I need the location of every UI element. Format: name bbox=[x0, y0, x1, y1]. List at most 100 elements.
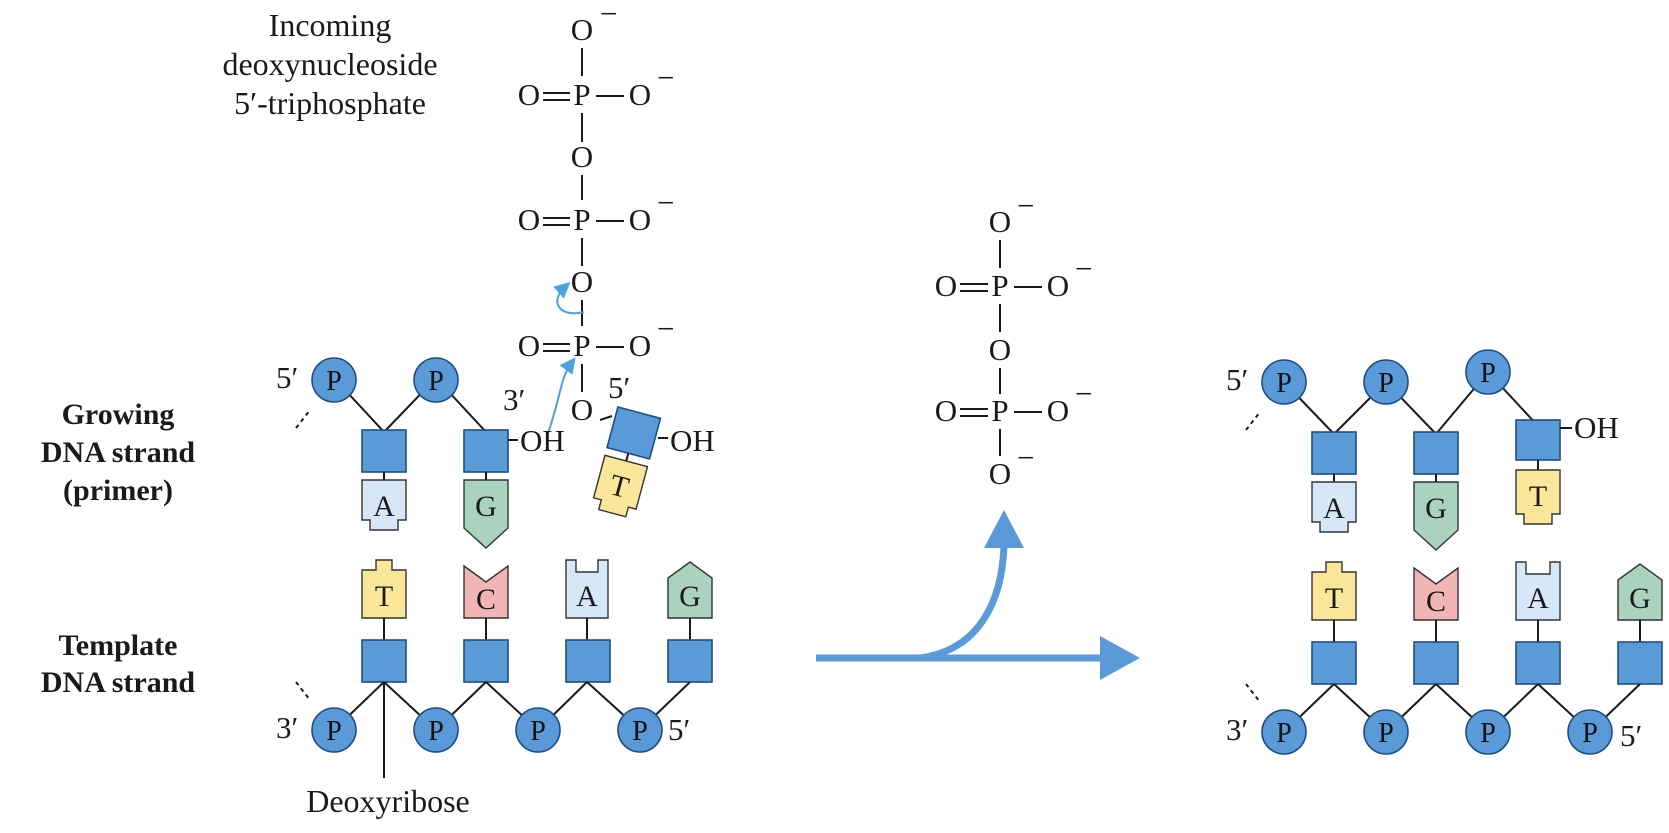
ppi-bottom-oxygen: O bbox=[989, 456, 1011, 491]
incoming-label-line2: deoxynucleoside bbox=[222, 46, 437, 82]
deoxyribose-sugar bbox=[361, 429, 407, 473]
deoxyribose-sugar bbox=[361, 639, 407, 683]
base-guanine bbox=[1413, 481, 1459, 551]
charge-minus: − bbox=[1017, 188, 1034, 223]
base-label-T: T bbox=[1325, 582, 1343, 615]
arrowhead-up bbox=[984, 510, 1024, 548]
deoxyribose-sugar bbox=[1515, 641, 1561, 685]
growing-five-prime-label: 5′ bbox=[276, 360, 298, 395]
gamma-top-oxygen: O bbox=[571, 12, 593, 47]
incoming-label-line1: Incoming bbox=[269, 7, 392, 43]
phosphate-label: P bbox=[1480, 358, 1496, 389]
phosphate-circle bbox=[1261, 709, 1307, 755]
base-adenine bbox=[361, 479, 407, 531]
deoxyribose-sugar bbox=[1311, 431, 1357, 475]
base-thymine bbox=[361, 559, 407, 619]
deoxyribose-sugar bbox=[1515, 419, 1561, 461]
ppi-side-oxygen: O bbox=[1047, 268, 1069, 303]
base-adenine bbox=[565, 559, 609, 619]
template-label-line2: DNA strand bbox=[41, 666, 196, 699]
charge-minus: − bbox=[657, 185, 674, 220]
deoxyribose-label: Deoxyribose bbox=[306, 783, 470, 819]
bond-cleavage-arrow bbox=[553, 282, 585, 315]
growing-label-line3: (primer) bbox=[63, 474, 173, 507]
base-label-C: C bbox=[1426, 585, 1446, 618]
base-label-G: G bbox=[1425, 492, 1447, 525]
alpha-side-oxygen: O bbox=[629, 328, 651, 363]
new-three-prime-hydroxyl: OH bbox=[1574, 410, 1619, 445]
reaction-arrow bbox=[816, 510, 1140, 680]
base-label-A: A bbox=[373, 490, 395, 523]
base-label-A: A bbox=[576, 580, 598, 613]
deoxyribose-sugar bbox=[667, 639, 713, 683]
phosphate-label: P bbox=[428, 716, 444, 747]
ppi-double-oxygen: O bbox=[935, 268, 957, 303]
phosphate-circle bbox=[1567, 709, 1613, 755]
primer-three-prime-label: 3′ bbox=[503, 382, 525, 417]
charge-minus: − bbox=[657, 311, 674, 346]
phosphate-circle bbox=[1465, 709, 1511, 755]
alpha-double-oxygen: O bbox=[518, 328, 540, 363]
left-dna-duplex: P P 5′ OH 3′ A G T OH T C A G bbox=[276, 357, 715, 819]
base-thymine bbox=[1311, 561, 1357, 621]
base-cytosine bbox=[1413, 566, 1459, 621]
phosphate-label: P bbox=[530, 716, 546, 747]
charge-minus: − bbox=[1075, 251, 1092, 286]
template-three-prime-label: 3′ bbox=[276, 710, 298, 745]
base-label-A: A bbox=[1323, 492, 1345, 525]
phosphate-circle bbox=[311, 707, 357, 753]
base-label-G: G bbox=[679, 580, 701, 613]
alpha-phosphorus: P bbox=[573, 328, 590, 363]
phosphate-label: P bbox=[1378, 718, 1394, 749]
charge-minus: − bbox=[657, 60, 674, 95]
base-guanine bbox=[1617, 563, 1663, 621]
phosphate-label: P bbox=[428, 366, 444, 397]
deoxyribose-sugar bbox=[1311, 641, 1357, 685]
ppi-top-oxygen: O bbox=[989, 204, 1011, 239]
charge-minus: − bbox=[600, 0, 617, 31]
base-adenine bbox=[1515, 561, 1561, 621]
base-thymine bbox=[592, 454, 649, 518]
growing-label-line2: DNA strand bbox=[41, 436, 196, 469]
charge-minus: − bbox=[1017, 440, 1034, 475]
base-cytosine bbox=[463, 564, 509, 619]
phosphate-circle bbox=[311, 357, 357, 403]
deoxyribose-sugar bbox=[1617, 641, 1663, 685]
phosphate-label: P bbox=[1480, 718, 1496, 749]
deoxyribose-sugar bbox=[565, 639, 611, 683]
template-label-line1: Template bbox=[59, 629, 178, 662]
ppi-side-oxygen: O bbox=[1047, 393, 1069, 428]
alpha-ester-oxygen: O bbox=[571, 392, 593, 427]
growing-five-prime-label: 5′ bbox=[1226, 362, 1248, 397]
incoming-nucleotide: T bbox=[592, 406, 662, 518]
beta-double-oxygen: O bbox=[518, 202, 540, 237]
ppi-double-oxygen: O bbox=[935, 393, 957, 428]
ppi-phosphorus: P bbox=[991, 268, 1008, 303]
ppi-bridging-oxygen: O bbox=[989, 332, 1011, 367]
right-dna-duplex: P P P 5′ OH A G T T C A G bbox=[1226, 349, 1663, 755]
arrowhead-right bbox=[1100, 636, 1140, 680]
deoxyribose-sugar bbox=[606, 406, 662, 460]
base-label-G: G bbox=[1629, 582, 1651, 615]
phosphate-circle bbox=[1363, 709, 1409, 755]
phosphate-label: P bbox=[1276, 718, 1292, 749]
beta-phosphorus: P bbox=[573, 202, 590, 237]
deoxyribose-sugar bbox=[1413, 641, 1459, 685]
base-label-C: C bbox=[476, 583, 496, 616]
incoming-triphosphate: O − O P O − O O P O − O O P O − O 5′ bbox=[518, 0, 675, 427]
phosphate-circle bbox=[515, 707, 561, 753]
phosphate-circle bbox=[413, 707, 459, 753]
base-label-T: T bbox=[1529, 480, 1547, 513]
incoming-five-prime-label: 5′ bbox=[608, 370, 630, 405]
growing-strand-label: Growing DNA strand (primer) bbox=[41, 398, 196, 507]
base-adenine bbox=[1311, 481, 1357, 533]
phosphate-label: P bbox=[1582, 718, 1598, 749]
deoxyribose-sugar bbox=[463, 639, 509, 683]
incoming-dntp-label: Incoming deoxynucleoside 5′-triphosphate bbox=[222, 7, 437, 121]
phosphate-label: P bbox=[326, 716, 342, 747]
incoming-three-prime-hydroxyl: OH bbox=[670, 423, 715, 458]
template-five-prime-label: 5′ bbox=[668, 712, 690, 747]
bridging-oxygen-2: O bbox=[571, 264, 593, 299]
base-guanine bbox=[463, 479, 509, 549]
